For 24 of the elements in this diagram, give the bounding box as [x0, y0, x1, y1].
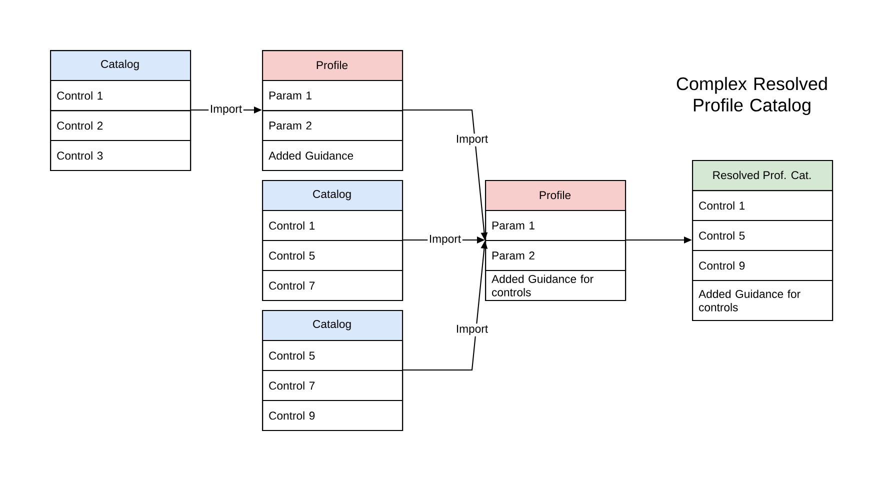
table-row: Added Guidance for controls — [692, 280, 834, 322]
edge-label: Import — [430, 234, 461, 246]
edge-label: Import — [457, 324, 488, 336]
table-row: Control 5 — [262, 240, 404, 272]
table-row: Control 9 — [262, 400, 404, 432]
table-row: Param 1 — [262, 80, 404, 112]
title: Complex Resolved Profile Catalog — [676, 76, 827, 116]
table-row: Param 2 — [485, 240, 626, 272]
table-row: Control 5 — [262, 340, 404, 372]
table-row: Param 1 — [485, 210, 626, 242]
table-row: Control 9 — [692, 250, 834, 282]
table-row: Control 2 — [50, 110, 192, 142]
edge-label: Import — [211, 104, 242, 116]
table-row: Control 7 — [262, 270, 404, 302]
table-row: Control 7 — [262, 370, 404, 402]
table-row: Control 5 — [692, 220, 834, 252]
table-row: Added Guidance — [262, 140, 404, 172]
table-row: Control 1 — [50, 80, 192, 112]
table-row: Control 3 — [50, 140, 192, 172]
edge-label: Import — [457, 134, 488, 146]
table-row: Param 2 — [262, 110, 404, 142]
table-row: Control 1 — [262, 210, 404, 242]
table-row: Control 1 — [692, 190, 834, 222]
table-row: Added Guidance for controls — [485, 270, 626, 302]
